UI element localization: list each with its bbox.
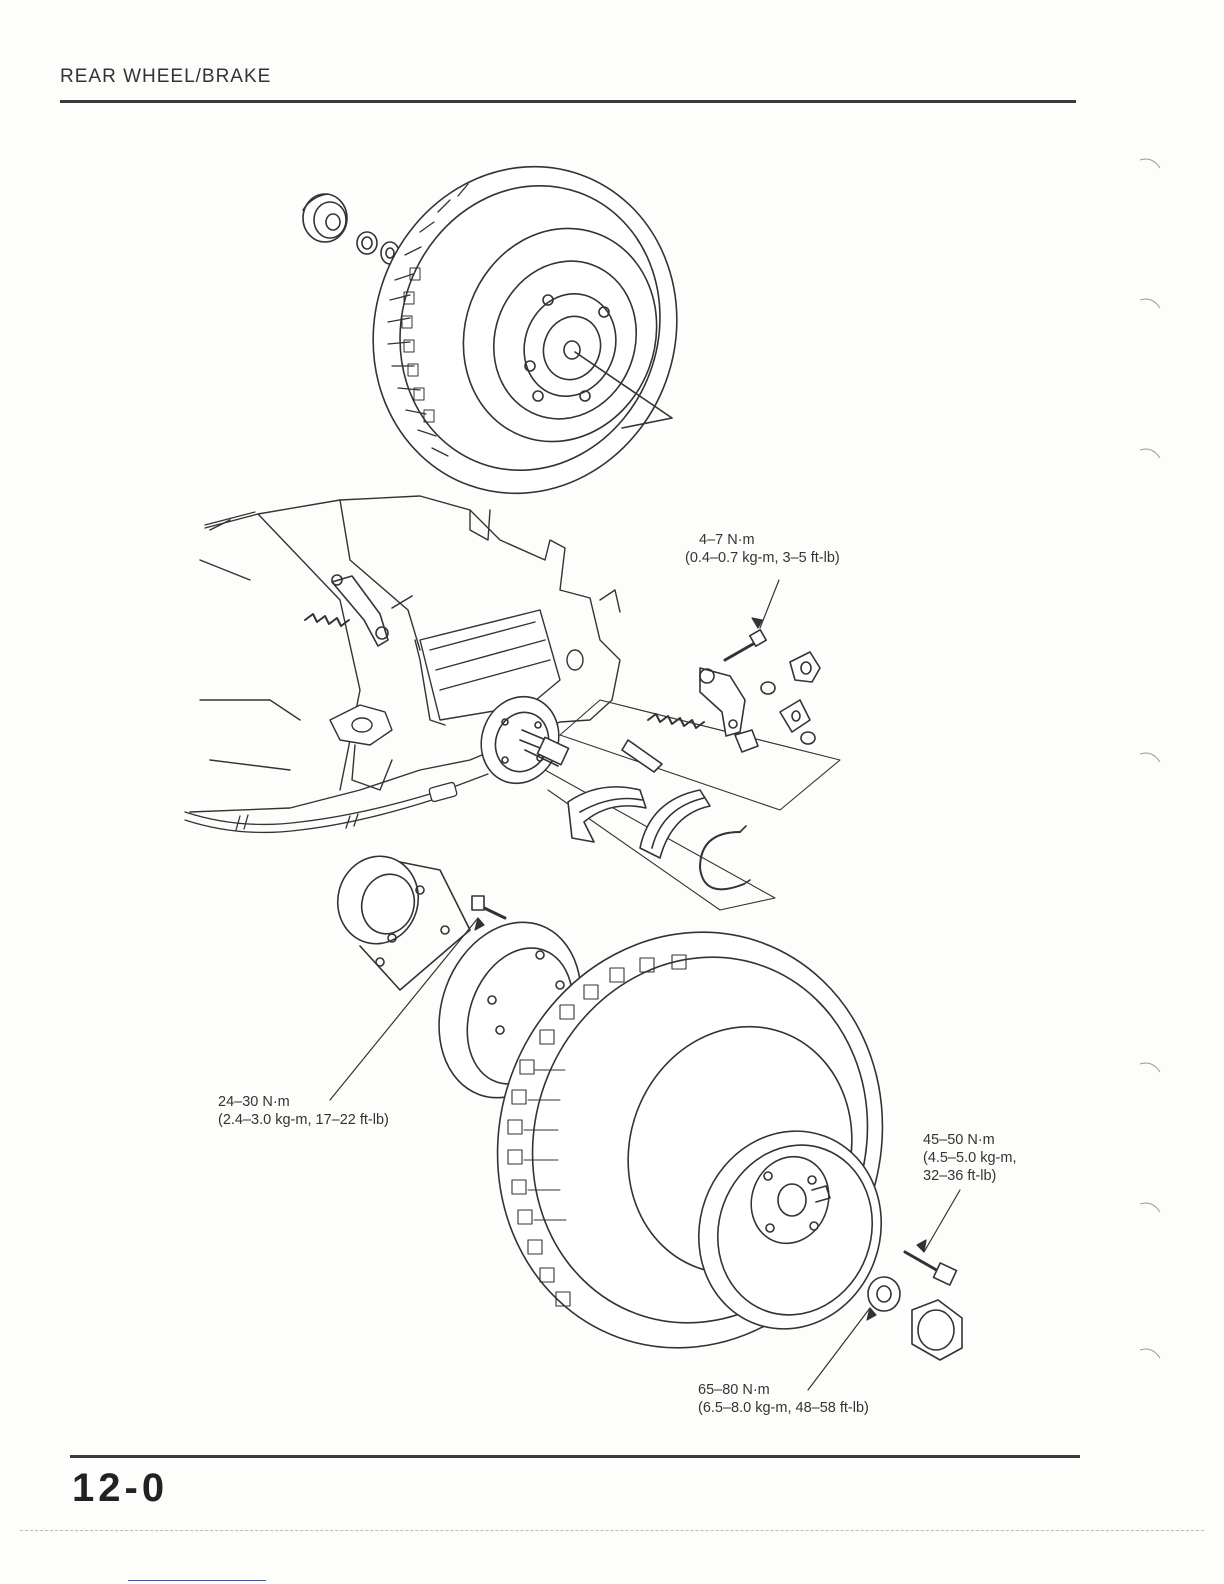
upper-rear-tire [328,124,723,537]
binder-hole-mark [1138,750,1162,764]
axle-cap-upper [303,194,347,242]
torque-detail: (0.4–0.7 kg-m, 3–5 ft-lb) [685,549,840,567]
torque-spec-wheel-nut: 45–50 N·m (4.5–5.0 kg-m, 32–36 ft-lb) [923,1131,1017,1185]
torque-value: 4–7 N·m [685,531,840,549]
footer-link-underline [128,1580,266,1581]
torque-value: 45–50 N·m [923,1131,1017,1149]
binder-hole-mark [1138,1346,1162,1360]
torque-detail: (4.5–5.0 kg-m, [923,1149,1017,1167]
binder-hole-mark [1138,446,1162,460]
torque-spec-axle-nut: 65–80 N·m (6.5–8.0 kg-m, 48–58 ft-lb) [698,1381,869,1417]
binder-hole-mark [1138,1060,1162,1074]
page-number: 12-0 [72,1466,168,1511]
torque-spec-hub-flange-bolt: 24–30 N·m (2.4–3.0 kg-m, 17–22 ft-lb) [218,1093,389,1129]
torque-detail: (2.4–3.0 kg-m, 17–22 ft-lb) [218,1111,389,1129]
footer-rule [70,1455,1080,1458]
torque-value: 65–80 N·m [698,1381,869,1399]
brake-cable [185,774,488,832]
wheel-nut-bolt [868,1252,962,1360]
binder-hole-mark [1138,156,1162,170]
axle-nut-upper [357,232,377,254]
binder-hole-mark [1138,1200,1162,1214]
brake-arm-bolt-parts [622,630,820,772]
frame-brake-lever [305,575,412,646]
torque-spec-brake-arm-bolt: 4–7 N·m (0.4–0.7 kg-m, 3–5 ft-lb) [685,531,840,567]
torque-detail: (6.5–8.0 kg-m, 48–58 ft-lb) [698,1399,869,1417]
brake-shoes [568,787,750,889]
torque-detail: 32–36 ft-lb) [923,1167,1017,1185]
scan-artifact-line [20,1530,1204,1531]
torque-value: 24–30 N·m [218,1093,389,1111]
binder-hole-mark [1138,296,1162,310]
